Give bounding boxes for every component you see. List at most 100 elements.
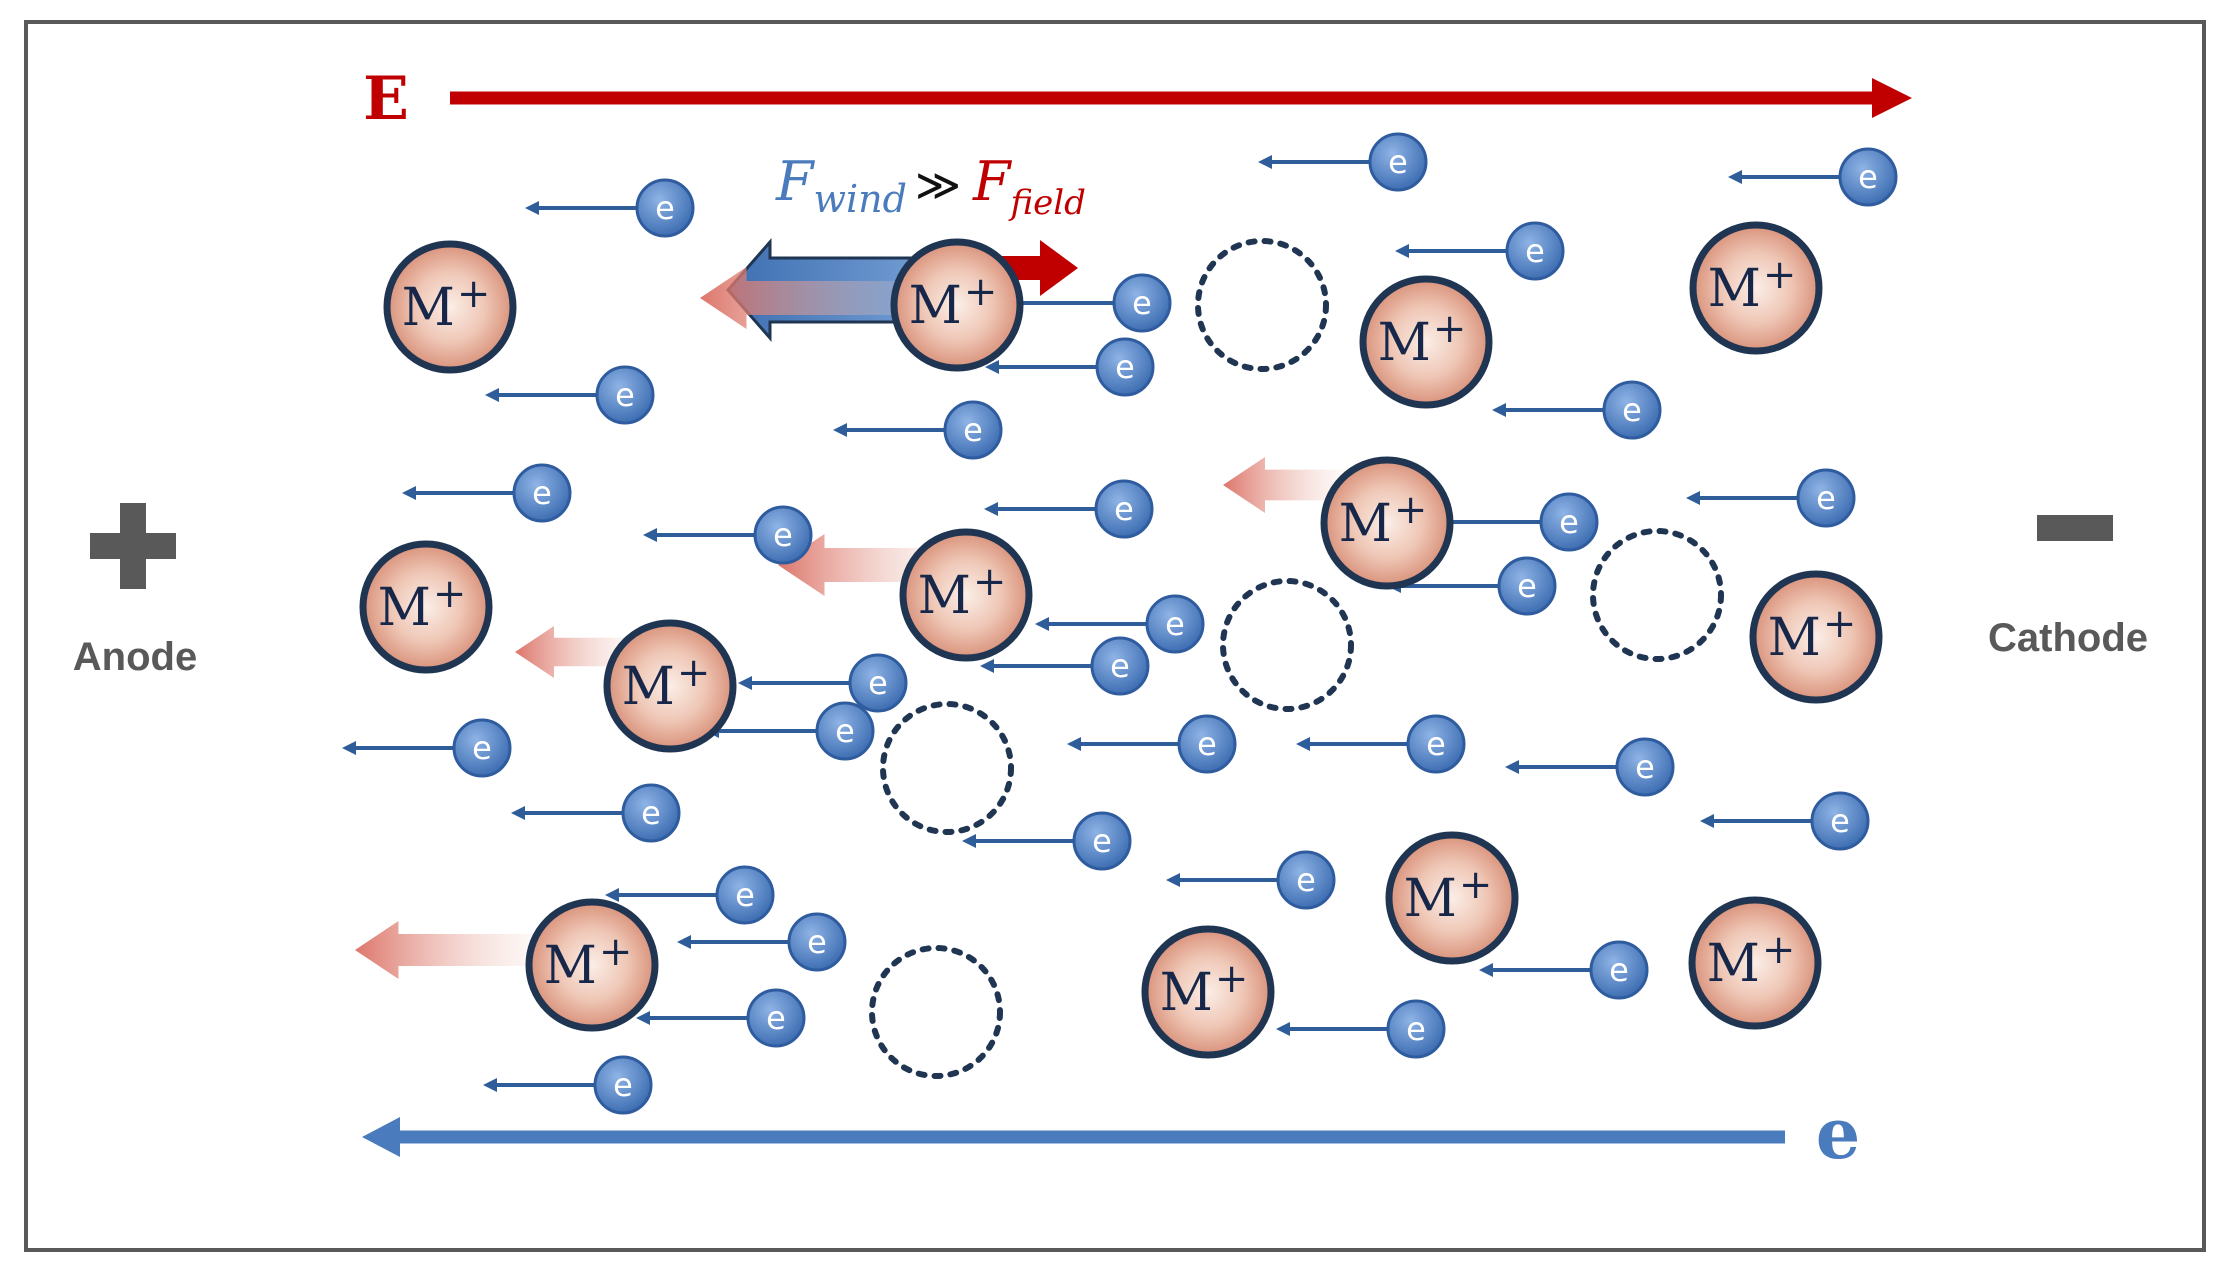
electron: e bbox=[1258, 132, 1428, 192]
electron-label: e bbox=[655, 189, 675, 227]
cathode-label: Cathode bbox=[1988, 616, 2148, 660]
electron-label: e bbox=[641, 794, 661, 832]
vacancy bbox=[880, 701, 1014, 835]
field-force-symbol: F bbox=[972, 150, 1013, 213]
electron: e bbox=[1686, 468, 1856, 528]
electron-label: e bbox=[1622, 391, 1642, 429]
vacancy bbox=[1590, 528, 1724, 662]
electron: e bbox=[1276, 999, 1446, 1059]
electron: e bbox=[1067, 714, 1237, 774]
electron: e bbox=[605, 865, 775, 925]
electron-label: e bbox=[835, 712, 855, 750]
electron: e bbox=[1728, 147, 1898, 207]
metal-ion: M+ bbox=[1749, 570, 1883, 704]
ion-label: M+ bbox=[378, 571, 467, 638]
electron: e bbox=[1002, 273, 1172, 333]
vacancy bbox=[869, 945, 1003, 1079]
wind-force-symbol: F bbox=[775, 150, 816, 213]
electron: e bbox=[643, 505, 813, 565]
ion-drift-arrow bbox=[515, 626, 634, 678]
electron-label: e bbox=[1114, 490, 1134, 528]
anode-plus-icon bbox=[90, 503, 176, 589]
electron-flow-label: e bbox=[1816, 1092, 1861, 1175]
electric-field-label: E bbox=[363, 64, 409, 134]
electron: e bbox=[1505, 737, 1675, 797]
ion-label: M+ bbox=[1160, 956, 1249, 1023]
electron-label: e bbox=[773, 516, 793, 554]
electron-label: e bbox=[1296, 861, 1316, 899]
ion-label: M+ bbox=[1768, 601, 1857, 668]
electron-label: e bbox=[1165, 605, 1185, 643]
electron: e bbox=[485, 365, 655, 425]
electron-label: e bbox=[1858, 158, 1878, 196]
electron-label: e bbox=[1426, 725, 1446, 763]
vacancy bbox=[1195, 238, 1329, 372]
electron: e bbox=[1387, 556, 1557, 616]
electron: e bbox=[985, 337, 1155, 397]
metal-ion: M+ bbox=[1359, 275, 1493, 409]
metal-ion: M+ bbox=[890, 238, 1024, 372]
electron-label: e bbox=[1635, 748, 1655, 786]
electron: e bbox=[1492, 380, 1662, 440]
electron: e bbox=[1700, 791, 1870, 851]
anode-label: Anode bbox=[73, 635, 197, 679]
electron: e bbox=[1479, 940, 1649, 1000]
metal-ion: M+ bbox=[603, 619, 737, 753]
ion-label: M+ bbox=[918, 559, 1007, 626]
electron-label: e bbox=[613, 1066, 633, 1104]
electron-label: e bbox=[766, 999, 786, 1037]
electron-label: e bbox=[963, 411, 983, 449]
ion-drift-arrow bbox=[1223, 457, 1345, 513]
electron: e bbox=[1296, 714, 1466, 774]
electron-label: e bbox=[1115, 348, 1135, 386]
electron-label: e bbox=[1388, 143, 1408, 181]
ion-label: M+ bbox=[909, 269, 998, 336]
electron-label: e bbox=[1110, 647, 1130, 685]
electron-label: e bbox=[1609, 951, 1629, 989]
metal-ion: M+ bbox=[899, 528, 1033, 662]
ion-label: M+ bbox=[1404, 862, 1493, 929]
metal-ion: M+ bbox=[525, 898, 659, 1032]
electron: e bbox=[342, 718, 512, 778]
electron-label: e bbox=[1816, 479, 1836, 517]
electron-label: e bbox=[1092, 822, 1112, 860]
electron-label: e bbox=[1132, 284, 1152, 322]
ion-label: M+ bbox=[402, 271, 491, 338]
force-relation: Fwind≫Ffield bbox=[775, 150, 1086, 223]
ion-label: M+ bbox=[1339, 487, 1428, 554]
metal-ion: M+ bbox=[359, 540, 493, 674]
electron-label: e bbox=[1517, 567, 1537, 605]
electron: e bbox=[1035, 594, 1205, 654]
electron-label: e bbox=[1830, 802, 1850, 840]
metal-ion: M+ bbox=[1385, 831, 1519, 965]
metal-ion: M+ bbox=[1320, 456, 1454, 590]
cathode-minus-icon bbox=[2037, 515, 2113, 541]
electron-label: e bbox=[615, 376, 635, 414]
ion-label: M+ bbox=[622, 650, 711, 717]
electron: e bbox=[483, 1055, 653, 1115]
electron-label: e bbox=[1197, 725, 1217, 763]
vacancy bbox=[1220, 578, 1354, 712]
ion-label: M+ bbox=[1708, 252, 1797, 319]
electron: e bbox=[636, 988, 806, 1048]
electron: e bbox=[525, 178, 695, 238]
electron: e bbox=[1395, 221, 1565, 281]
electron: e bbox=[962, 811, 1132, 871]
metal-ion: M+ bbox=[1141, 925, 1275, 1059]
electron-label: e bbox=[1559, 503, 1579, 541]
electron: e bbox=[677, 912, 847, 972]
ion-drift-arrow bbox=[700, 267, 917, 329]
electron-label: e bbox=[1406, 1010, 1426, 1048]
electron-label: e bbox=[1525, 232, 1545, 270]
relation-symbol: ≫ bbox=[915, 160, 961, 211]
electron-flow-arrow bbox=[362, 1117, 1785, 1157]
electron-label: e bbox=[868, 664, 888, 702]
electron: e bbox=[511, 783, 681, 843]
ion-label: M+ bbox=[1378, 306, 1467, 373]
electron: e bbox=[705, 701, 875, 761]
ion-label: M+ bbox=[1707, 927, 1796, 994]
metal-ion: M+ bbox=[1688, 896, 1822, 1030]
electron: e bbox=[1166, 850, 1336, 910]
electron: e bbox=[833, 400, 1003, 460]
ion-label: M+ bbox=[544, 929, 633, 996]
